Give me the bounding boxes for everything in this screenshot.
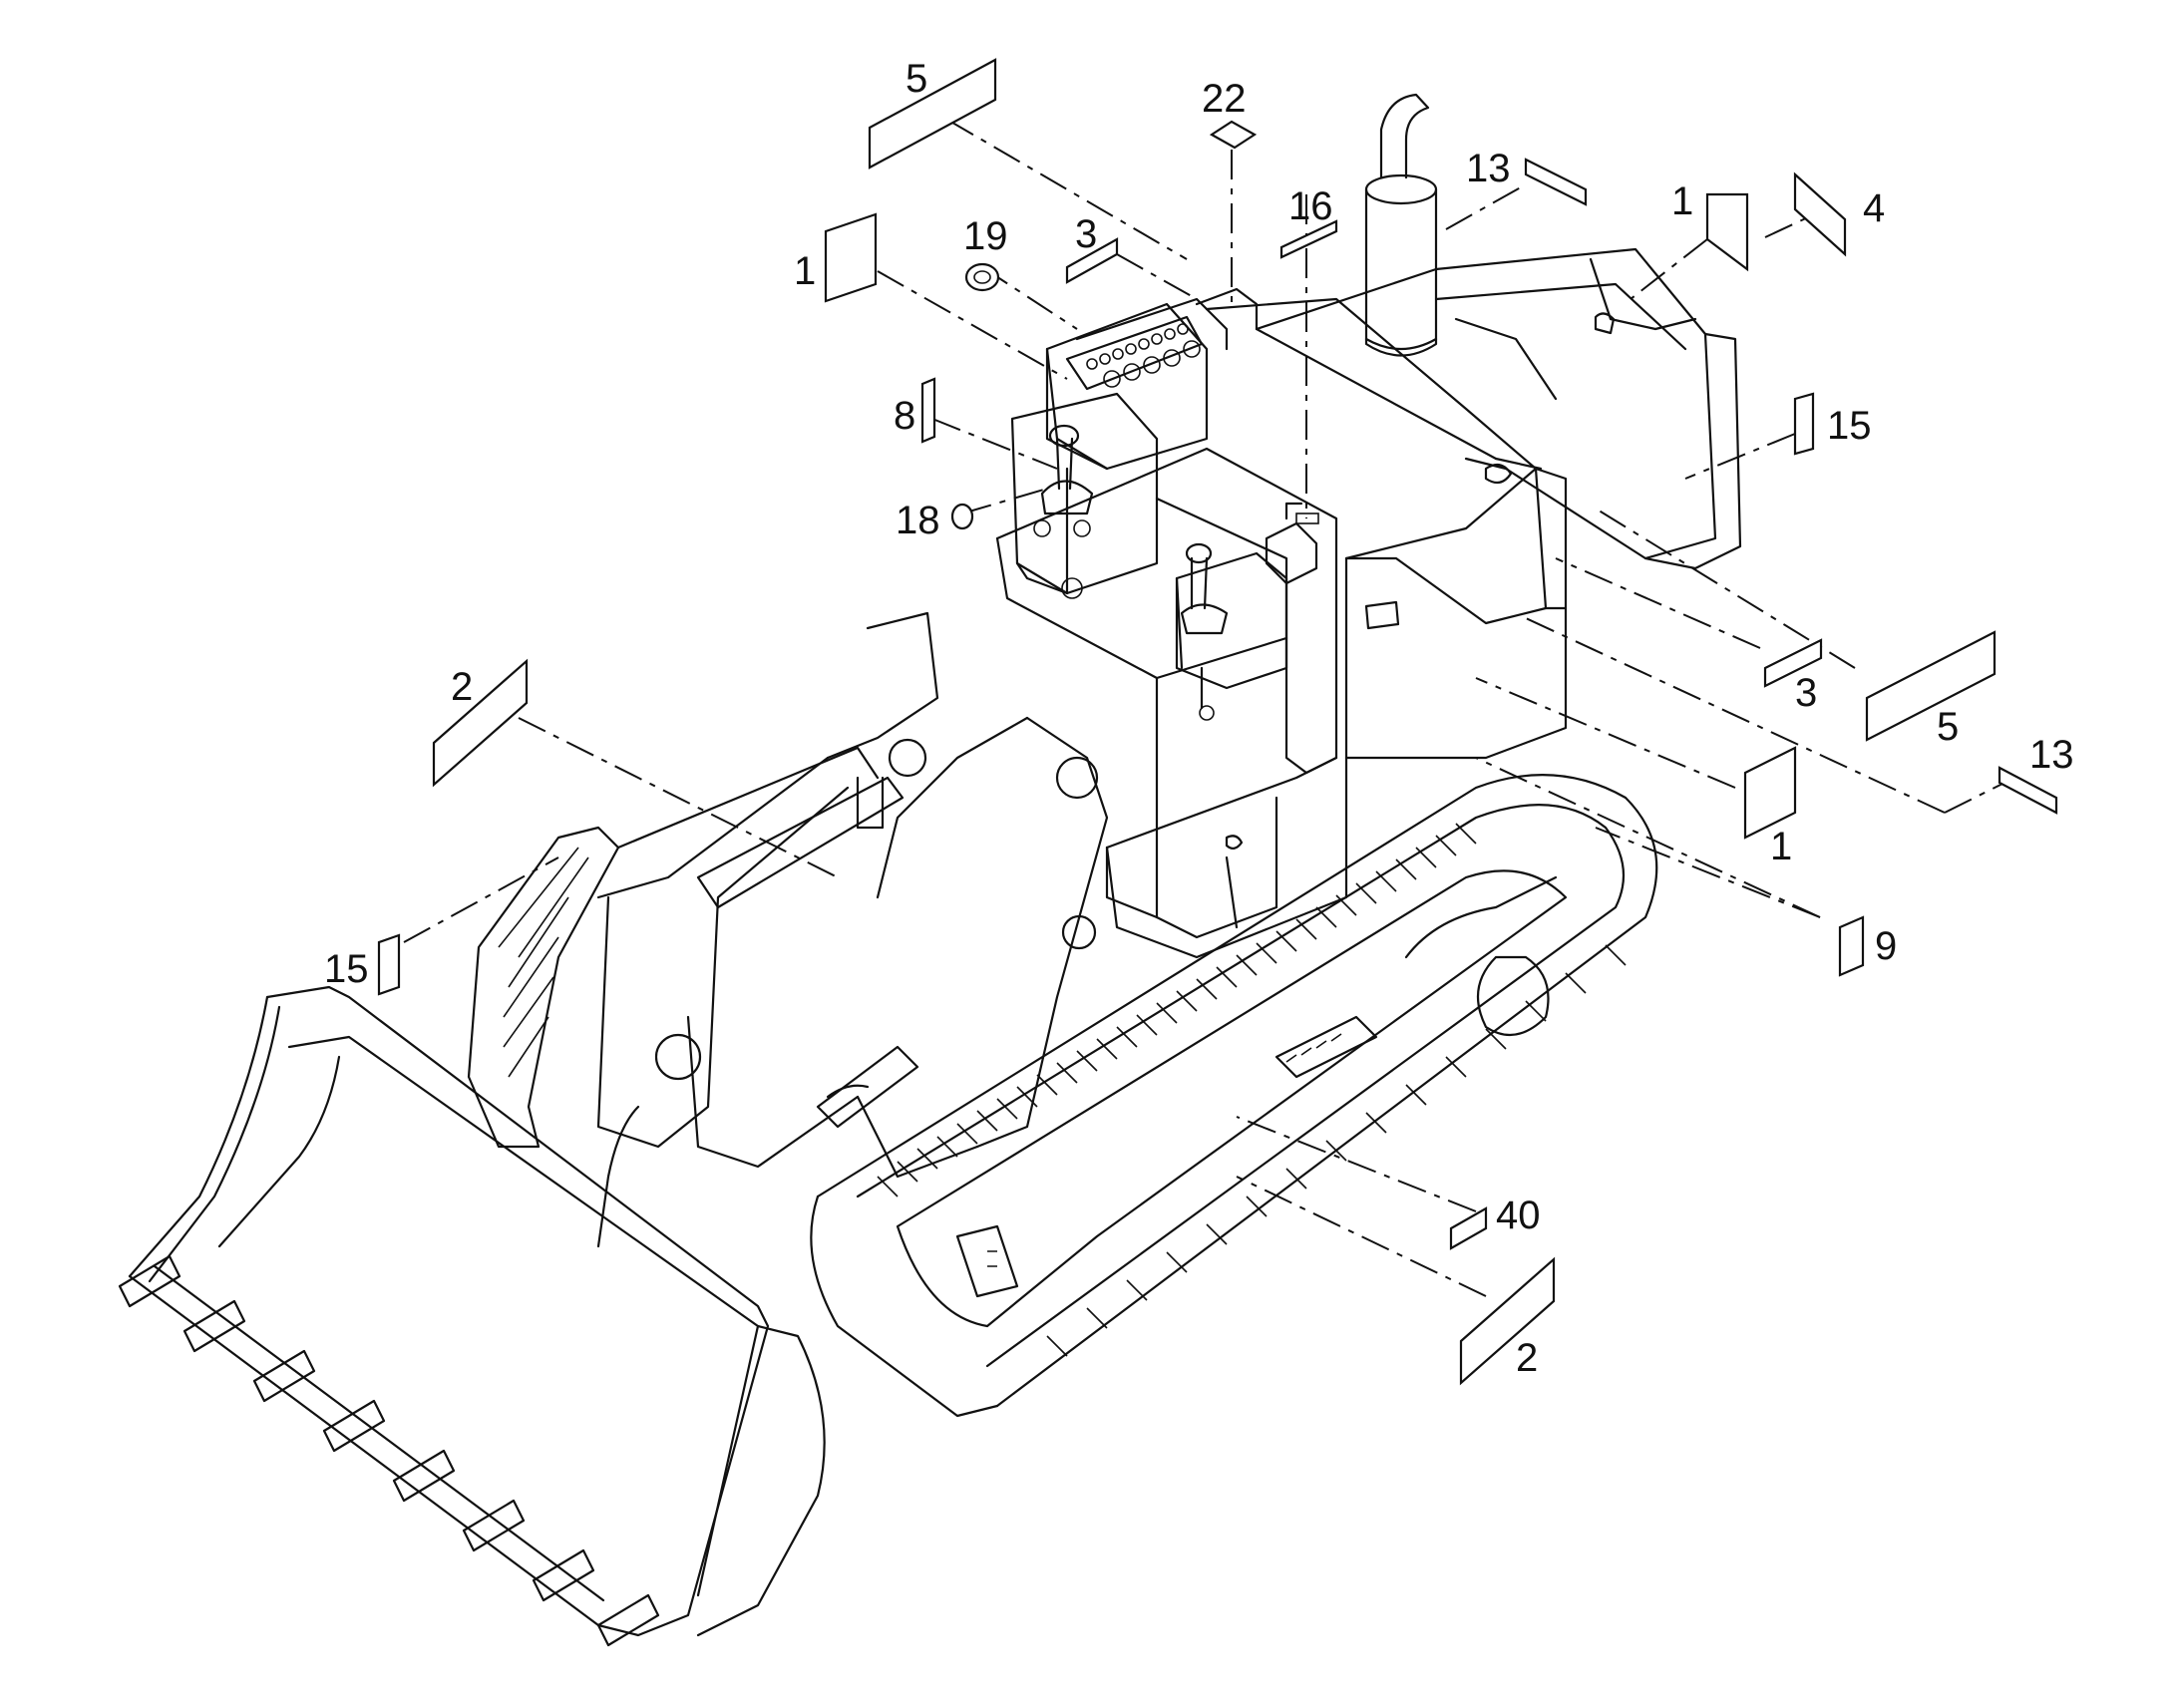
callout-13-top: 13 [1466,147,1511,190]
decal-1-top-right [1705,192,1749,272]
decal-15-right [1793,392,1815,456]
callout-16: 16 [1288,184,1333,228]
decal-2-bottom [1459,1256,1556,1386]
decal-19 [964,262,1000,292]
callout-22: 22 [1202,77,1247,121]
decal-1-right [1743,746,1797,840]
exhaust-stack [1364,93,1438,357]
engine-hood [1434,247,1742,570]
callout-1-right: 1 [1770,825,1792,868]
canopy-rails [1195,267,1543,485]
decal-8 [920,377,936,444]
callout-15-right: 15 [1827,404,1872,448]
callout-15-left: 15 [324,947,369,991]
decal-3-right [1763,638,1823,688]
callout-5-right: 5 [1937,705,1959,749]
decal-1-top-left [824,212,878,303]
callout-labels: 5 22 13 1 4 16 19 3 1 15 8 18 2 3 5 13 1… [324,57,2074,1380]
decal-9 [1838,915,1865,977]
decal-2-top [432,658,529,788]
callout-8: 8 [894,394,915,438]
callout-3-top: 3 [1075,212,1097,256]
decal-5-right [1865,630,1997,742]
decal-22 [1209,120,1258,150]
loader-arms [596,611,1109,1248]
callout-9: 9 [1875,924,1897,968]
bucket [118,985,826,1647]
right-control-console [1175,502,1319,721]
callout-5-top: 5 [906,57,927,101]
decal-16 [1279,219,1338,259]
decal-40 [1449,1206,1488,1250]
decal-3-top [1065,237,1119,284]
gauge-cluster [1086,323,1201,388]
callout-19: 19 [963,214,1008,258]
decals [377,58,2058,1386]
callout-1-top-right: 1 [1671,179,1693,223]
callout-13-right: 13 [2029,733,2074,777]
decal-13-top [1524,158,1588,206]
callout-18: 18 [896,499,940,542]
left-track [467,746,880,1149]
machine-outline [118,93,1742,1647]
left-control-console [1010,297,1229,599]
callout-2-bottom: 2 [1516,1336,1538,1380]
decal-5-top [868,58,997,170]
decal-18 [950,503,974,530]
callout-40: 40 [1496,1194,1541,1237]
leader-lines [403,119,2015,1297]
callout-1-top-left: 1 [794,249,816,293]
callout-3-right: 3 [1795,671,1817,715]
callout-4: 4 [1863,186,1885,230]
decal-15-left [377,933,401,996]
decal-13-right [1998,766,2058,815]
bucket-teeth [118,1254,660,1647]
callout-2-top: 2 [451,665,473,709]
decal-4 [1793,171,1847,257]
cab-frame [995,297,1568,959]
right-track [810,774,1658,1418]
